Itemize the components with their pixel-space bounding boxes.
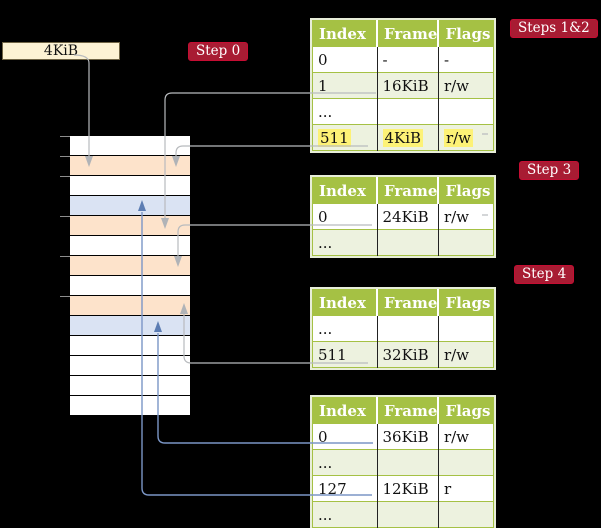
memory-row-3-blue [70, 196, 190, 216]
table-cell: r/w [438, 203, 495, 230]
column-header-flags: Flags [438, 177, 494, 204]
table-cell [438, 229, 495, 256]
table-cell: 4KiB [377, 124, 439, 151]
memory-row-13-white [70, 396, 190, 416]
table-cell: 24KiB [377, 203, 439, 230]
column-header-index: Index [312, 397, 378, 424]
memory-tick [60, 136, 70, 137]
memory-row-8-orange [70, 296, 190, 316]
table-row: 1 16KiB r/w [312, 72, 495, 99]
table-cell: 36KiB [377, 423, 439, 450]
memory-row-0-white [70, 136, 190, 156]
table-cell: r/w [438, 124, 495, 151]
badge-step-3: Step 3 [519, 161, 580, 180]
table-row: ... [312, 315, 495, 342]
table-cell [438, 98, 495, 125]
table-cell: 0 [312, 203, 378, 230]
memory-row-5-white [70, 236, 190, 256]
column-header-frame: Frame [377, 20, 440, 47]
table-row: ... [312, 229, 495, 256]
table-cell [438, 449, 495, 476]
table-cell: 1 [312, 72, 378, 99]
table-cell [377, 229, 439, 256]
page-table-level-top: Index Frame Flags 0 - - 1 16KiB r/w ... [310, 18, 497, 153]
table-row: 511 32KiB r/w [312, 341, 495, 368]
memory-tick [60, 256, 70, 257]
memory-row-1-orange [70, 156, 190, 176]
table-row: ... [312, 98, 495, 125]
column-header-frame: Frame [377, 289, 440, 316]
table-cell: 32KiB [377, 341, 439, 368]
table-cell: ... [312, 229, 378, 256]
memory-row-10-white [70, 336, 190, 356]
memory-tick [60, 296, 70, 297]
column-header-frame: Frame [377, 177, 440, 204]
table-row: 0 36KiB r/w [312, 423, 495, 450]
page-table-level-1: Index Frame Flags 0 36KiB r/w ... 127 12… [310, 395, 497, 528]
memory-tick [60, 216, 70, 217]
table-cell: 511 [312, 341, 378, 368]
table-cell: - [438, 46, 495, 73]
memory-row-11-white [70, 356, 190, 376]
table-cell: ... [312, 98, 378, 125]
table-cell: ... [312, 315, 378, 342]
page-table-level-2: Index Frame Flags ... 511 32KiB r/w [310, 287, 497, 370]
table-cell: - [377, 46, 439, 73]
table-cell [377, 315, 439, 342]
memory-row-2-white [70, 176, 190, 196]
table-cell: 127 [312, 475, 378, 502]
table-cell: 0 [312, 46, 378, 73]
table-cell: r/w [438, 72, 495, 99]
table-row: 0 24KiB r/w [312, 203, 495, 230]
table-row: 0 - - [312, 46, 495, 73]
badge-step-4: Step 4 [514, 265, 575, 284]
memory-row-7-white [70, 276, 190, 296]
table-cell: 16KiB [377, 72, 439, 99]
column-header-frame: Frame [377, 397, 440, 424]
table-cell: ... [312, 449, 378, 476]
memory-row-12-white [70, 376, 190, 396]
table-row: ... [312, 501, 495, 528]
table-cell: r/w [438, 341, 495, 368]
memory-row-6-orange [70, 256, 190, 276]
column-header-flags: Flags [438, 20, 494, 47]
table-cell [438, 315, 495, 342]
table-row-highlighted: 511 4KiB r/w [312, 124, 495, 151]
column-header-index: Index [312, 177, 378, 204]
table-cell [438, 501, 495, 528]
badge-step-0: Step 0 [188, 42, 249, 61]
column-header-index: Index [312, 289, 378, 316]
table-cell: ... [312, 501, 378, 528]
badge-steps-1-2: Steps 1&2 [510, 19, 598, 38]
table-cell: 511 [312, 124, 378, 151]
frame-4kib-label: 4KiB [2, 42, 120, 60]
memory-row-4-orange [70, 216, 190, 236]
table-cell: r [438, 475, 495, 502]
table-cell: 0 [312, 423, 378, 450]
column-header-flags: Flags [438, 397, 494, 424]
column-header-index: Index [312, 20, 378, 47]
table-cell: r/w [438, 423, 495, 450]
physical-memory-column [70, 136, 190, 416]
table-cell [377, 449, 439, 476]
page-table-level-3: Index Frame Flags 0 24KiB r/w ... [310, 175, 497, 258]
column-header-flags: Flags [438, 289, 494, 316]
table-row: 127 12KiB r [312, 475, 495, 502]
memory-tick [60, 156, 70, 157]
table-cell: 12KiB [377, 475, 439, 502]
table-cell [377, 501, 439, 528]
table-cell [377, 98, 439, 125]
table-row: ... [312, 449, 495, 476]
memory-tick [60, 176, 70, 177]
memory-row-9-blue [70, 316, 190, 336]
